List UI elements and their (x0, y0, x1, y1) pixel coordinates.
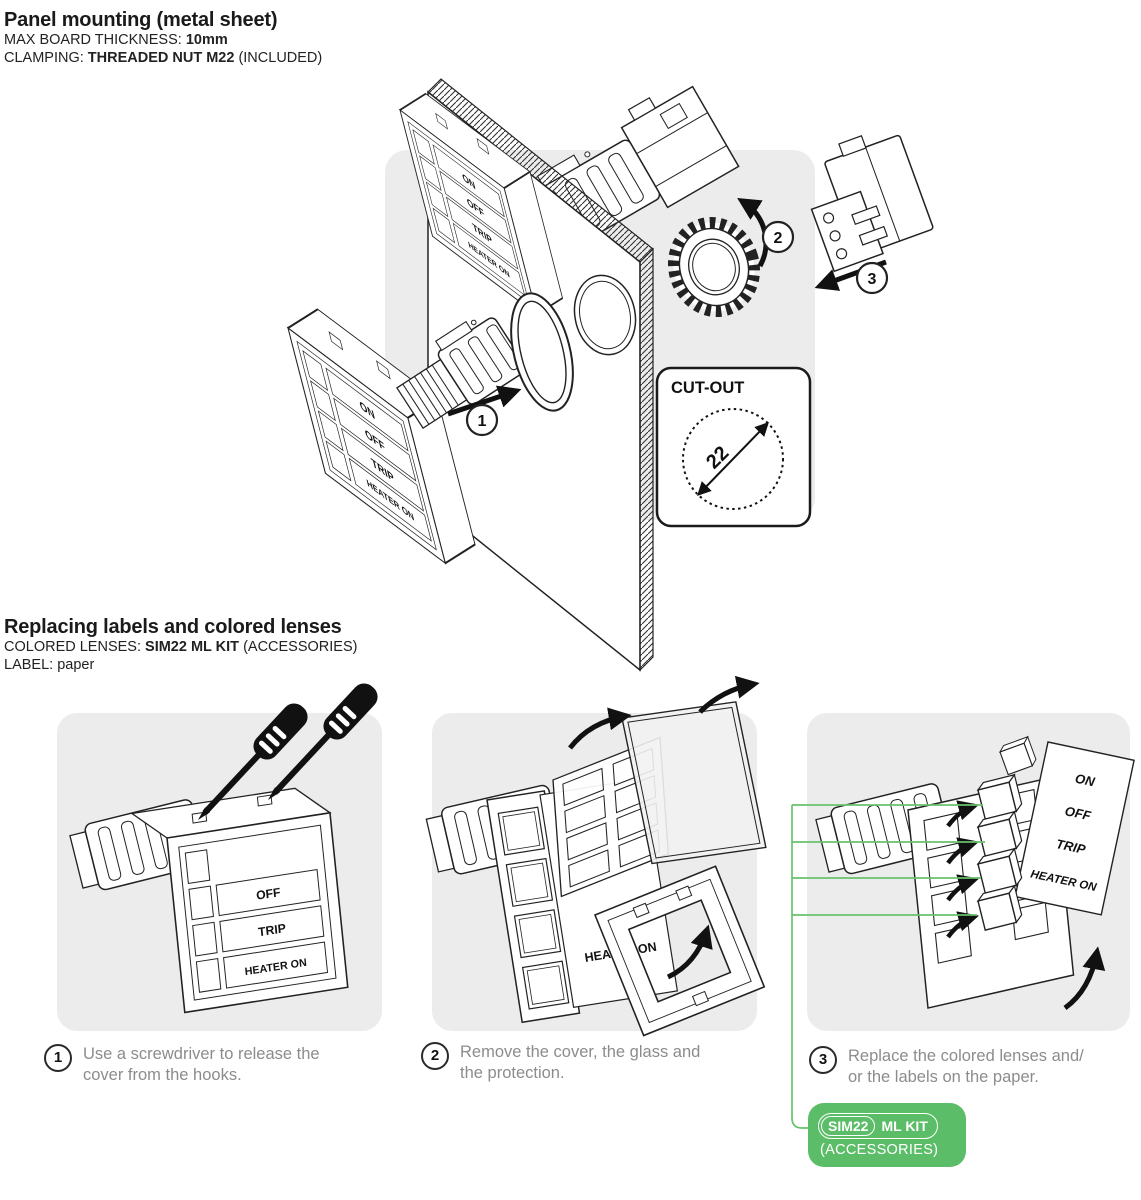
paper3-on: ON (1074, 771, 1097, 790)
badge-product-pill: SIM22 (821, 1116, 876, 1136)
step1-text: Use a screwdriver to release the cover f… (83, 1044, 320, 1086)
step2-text: Remove the cover, the glass and the prot… (460, 1042, 700, 1084)
spec-value: paper (57, 656, 95, 673)
accessory-connector-lines (791, 804, 985, 1129)
connector-plug (810, 134, 934, 273)
diameter-arrow (697, 421, 769, 497)
spec-label: COLORED LENSES: (4, 639, 141, 655)
caption-line: or the labels on the paper. (848, 1068, 1039, 1086)
glass-pane (621, 701, 767, 865)
accessory-badge: SIM22 ML KIT (ACCESSORIES) (808, 1103, 966, 1167)
replacing-spec-lenses: COLORED LENSES: SIM22 ML KIT (ACCESSORIE… (4, 639, 357, 657)
step1-caption: 1 Use a screwdriver to release the cover… (44, 1044, 374, 1086)
step2-arrow: 2 (737, 197, 795, 268)
badge-kit-row: SIM22 ML KIT (818, 1113, 938, 1139)
cover-frame (593, 865, 766, 1037)
spec-value: SIM22 ML KIT (145, 639, 240, 655)
badge-kit-label: ML KIT (881, 1118, 928, 1134)
replacing-header: Replacing labels and colored lenses COLO… (4, 615, 357, 674)
mounting-spec-thickness: MAX BOARD THICKNESS: 10mm (4, 32, 322, 50)
step2-caption: 2 Remove the cover, the glass and the pr… (421, 1042, 751, 1084)
step3-arrow: 3 (814, 259, 889, 295)
step2-number: 2 (774, 230, 783, 247)
cutout-circle (682, 408, 784, 510)
paper3-trip: TRIP (1055, 836, 1087, 857)
badge-accessories-note: (ACCESSORIES) (820, 1142, 939, 1158)
sealing-ring (510, 292, 574, 412)
spec-value: THREADED NUT M22 (87, 49, 235, 66)
step3-number: 3 (868, 271, 877, 288)
spec-suffix: (ACCESSORIES) (243, 639, 358, 655)
step1-number: 1 (478, 413, 487, 430)
step1-number-badge: 1 (44, 1044, 72, 1072)
spec-label: MAX BOARD THICKNESS: (4, 32, 182, 48)
caption-line: cover from the hooks. (83, 1066, 242, 1084)
label-paper: ON OFF TRIP HEATER ON (1014, 741, 1135, 916)
cover-label-trip: TRIP (257, 921, 286, 939)
step3-illustration: ON OFF TRIP HEATER ON (813, 736, 1135, 1011)
spec-label: LABEL: (4, 656, 54, 673)
cutout-box: CUT-OUT 22 (655, 366, 812, 528)
step3-caption: 3 Replace the colored lenses and/ or the… (809, 1046, 1139, 1088)
caption-line: Use a screwdriver to release the (83, 1045, 320, 1063)
caption-line: the protection. (460, 1064, 565, 1082)
cutout-title: CUT-OUT (671, 379, 744, 397)
caption-line: Replace the colored lenses and/ (848, 1047, 1084, 1065)
mounting-title: Panel mounting (metal sheet) (4, 9, 278, 31)
step3-number-badge: 3 (809, 1046, 837, 1074)
spec-label: CLAMPING: (4, 49, 84, 66)
spec-value: 10mm (185, 32, 228, 48)
cover-label-off: OFF (255, 885, 281, 903)
panel-mounting-diagram: 1 2 (273, 64, 934, 672)
spec-suffix: (INCLUDED) (238, 49, 323, 66)
loose-device (273, 276, 527, 597)
step3-text: Replace the colored lenses and/ or the l… (848, 1046, 1084, 1088)
sheet-hole (573, 274, 637, 356)
replacing-steps-diagram: OFF TRIP HEATER ON (57, 675, 1135, 1129)
step1-illustration: OFF TRIP HEATER ON (67, 678, 383, 1014)
paper3-off: OFF (1064, 803, 1094, 823)
replacing-title: Replacing labels and colored lenses (4, 616, 342, 638)
threaded-nut (667, 216, 761, 318)
mounting-spec-clamping: CLAMPING: THREADED NUT M22 (INCLUDED) (4, 50, 322, 68)
replacing-spec-label: LABEL: paper (4, 657, 357, 675)
caption-line: Remove the cover, the glass and (460, 1043, 701, 1061)
step1-arrow: 1 (447, 385, 522, 437)
step2-number-badge: 2 (421, 1042, 449, 1070)
mounting-header: Panel mounting (metal sheet) MAX BOARD T… (4, 8, 322, 67)
step2-illustration: TRIP HEATER ON (424, 675, 767, 1037)
